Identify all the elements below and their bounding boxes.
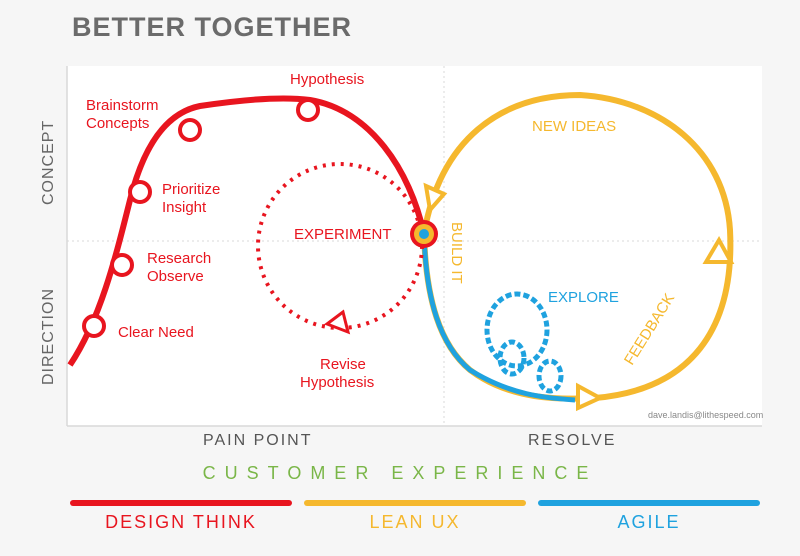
customer-experience-label: CUSTOMER EXPERIENCE <box>202 463 598 483</box>
y-label-concept: CONCEPT <box>40 119 57 205</box>
x-label-resolve: RESOLVE <box>528 432 617 449</box>
page-title: BETTER TOGETHER <box>72 12 353 42</box>
y-label-direction: DIRECTION <box>40 288 57 385</box>
new-ideas-arrow-icon <box>423 182 448 215</box>
label-prioritize-line2: Insight <box>162 199 207 216</box>
milestone-brainstorm <box>178 118 202 142</box>
label-build-it: BUILD IT <box>448 222 465 284</box>
label-hypothesis: Hypothesis <box>290 71 364 88</box>
credit-text: dave.landis@lithespeed.com <box>648 410 763 420</box>
agile-line <box>421 233 576 403</box>
legend-bar-lean-ux <box>304 500 526 506</box>
x-label-pain-point: PAIN POINT <box>203 432 313 449</box>
label-brainstorm-line2: Concepts <box>86 115 149 132</box>
milestone-prioritize <box>128 180 152 204</box>
label-revise-line2: Hypothesis <box>300 374 374 391</box>
label-brainstorm-line1: Brainstorm <box>86 97 159 114</box>
label-research-line2: Observe <box>147 268 204 285</box>
build-arrow-icon <box>576 382 605 412</box>
revise-arrow-icon <box>323 309 351 335</box>
agile-explore-loops <box>484 291 564 394</box>
label-experiment: EXPERIMENT <box>294 226 392 243</box>
feedback-arrow-icon <box>702 235 735 264</box>
label-clear-need: Clear Need <box>118 324 194 341</box>
experiment-hub-icon <box>410 220 438 248</box>
milestone-hypothesis <box>296 98 320 122</box>
legend-label-agile: AGILE <box>617 512 681 532</box>
legend-label-design-think: DESIGN THINK <box>105 512 257 532</box>
legend-bar-design-think <box>70 500 292 506</box>
legend-label-lean-ux: LEAN UX <box>369 512 461 532</box>
milestone-research <box>110 253 134 277</box>
label-revise-line1: Revise <box>320 356 366 373</box>
label-prioritize-line1: Prioritize <box>162 181 220 198</box>
milestone-clear-need <box>82 314 106 338</box>
label-new-ideas: NEW IDEAS <box>532 118 616 135</box>
label-research-line1: Research <box>147 250 211 267</box>
label-explore: EXPLORE <box>548 289 619 306</box>
legend-bar-agile <box>538 500 760 506</box>
